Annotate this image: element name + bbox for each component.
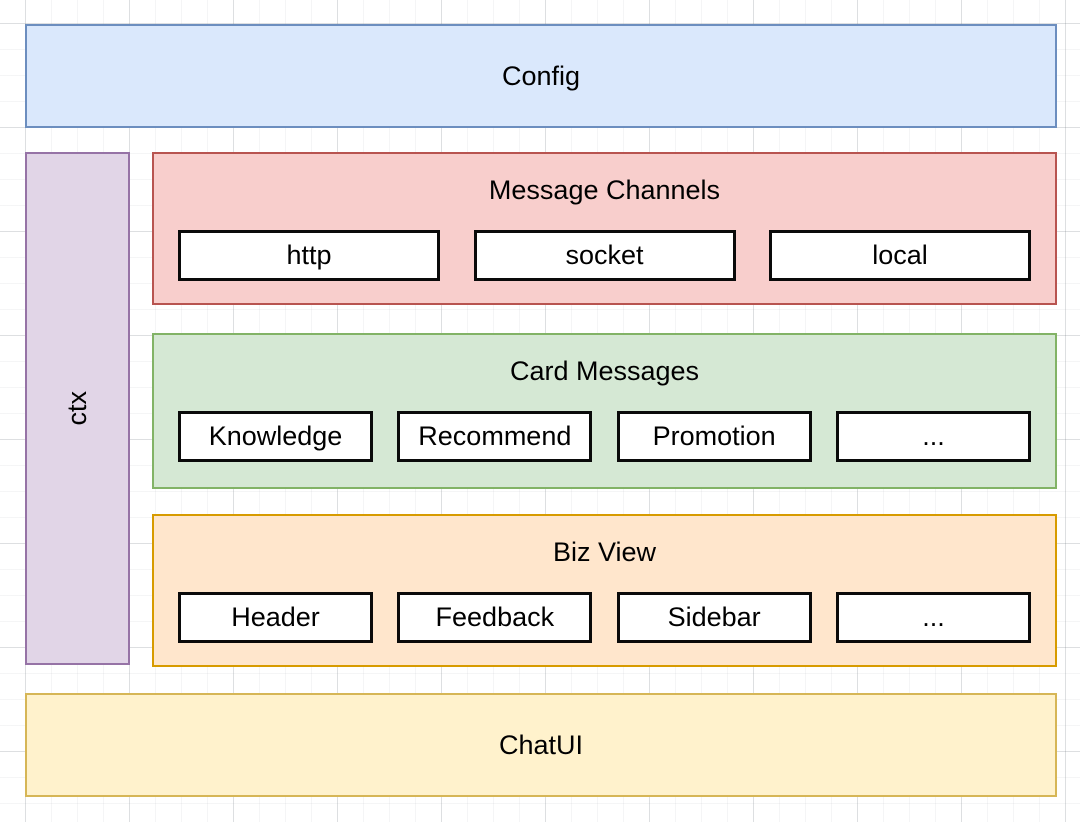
biz-header-label: Header [231, 602, 320, 632]
channel-local-label: local [872, 240, 928, 270]
channel-local-box[interactable]: local [769, 230, 1031, 281]
biz-sidebar-box[interactable]: Sidebar [616, 592, 812, 643]
channel-http-box[interactable]: http [178, 230, 440, 281]
card-ellipsis-label: ... [922, 421, 945, 451]
card-knowledge-box[interactable]: Knowledge [178, 411, 373, 462]
message-channels-box[interactable]: Message Channels http socket local [152, 152, 1057, 305]
card-promotion-box[interactable]: Promotion [616, 411, 812, 462]
card-messages-box[interactable]: Card Messages Knowledge Recommend Promot… [152, 333, 1057, 489]
channel-socket-label: socket [565, 240, 644, 270]
card-recommend-label: Recommend [418, 421, 572, 451]
chatui-box[interactable]: ChatUI [25, 693, 1057, 797]
ctx-box[interactable]: ctx [25, 152, 130, 665]
biz-feedback-label: Feedback [435, 602, 555, 632]
card-promotion-label: Promotion [652, 421, 776, 451]
ctx-label: ctx [62, 391, 93, 426]
biz-view-title: Biz View [552, 537, 657, 567]
biz-ellipsis-label: ... [922, 602, 945, 632]
biz-feedback-box[interactable]: Feedback [397, 592, 593, 643]
card-messages-title: Card Messages [509, 356, 700, 386]
card-ellipsis-box[interactable]: ... [835, 411, 1031, 462]
biz-view-box[interactable]: Biz View Header Feedback Sidebar ... [152, 514, 1057, 667]
card-knowledge-label: Knowledge [208, 421, 343, 451]
channel-socket-box[interactable]: socket [473, 230, 736, 281]
config-box[interactable]: Config [25, 24, 1057, 128]
biz-ellipsis-box[interactable]: ... [835, 592, 1031, 643]
biz-header-box[interactable]: Header [178, 592, 373, 643]
chatui-label: ChatUI [498, 729, 584, 760]
card-recommend-box[interactable]: Recommend [397, 411, 593, 462]
biz-sidebar-label: Sidebar [667, 602, 761, 632]
message-channels-row: http socket local [178, 230, 1031, 281]
card-messages-row: Knowledge Recommend Promotion ... [178, 411, 1031, 462]
message-channels-title: Message Channels [488, 175, 721, 205]
biz-view-row: Header Feedback Sidebar ... [178, 592, 1031, 643]
channel-http-label: http [286, 240, 332, 270]
config-label: Config [501, 60, 581, 91]
